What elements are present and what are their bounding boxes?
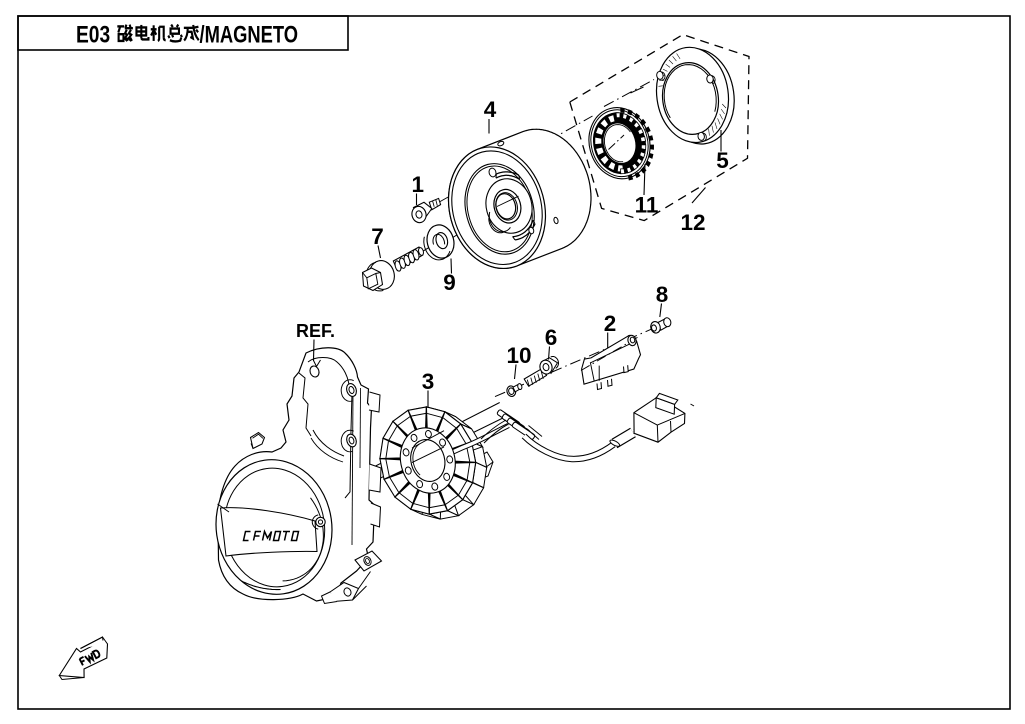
svg-text:3: 3 xyxy=(422,369,435,394)
svg-text:8: 8 xyxy=(656,282,669,307)
svg-text:/MAGNETO: /MAGNETO xyxy=(200,21,299,48)
svg-text:11: 11 xyxy=(635,193,659,218)
svg-text:4: 4 xyxy=(484,97,497,122)
svg-text:6: 6 xyxy=(545,325,558,350)
svg-text:1: 1 xyxy=(412,172,425,197)
svg-text:E03: E03 xyxy=(76,20,110,48)
svg-text:2: 2 xyxy=(604,311,617,336)
svg-text:10: 10 xyxy=(506,343,531,368)
svg-text:5: 5 xyxy=(716,148,729,173)
svg-text:12: 12 xyxy=(680,210,705,235)
svg-text:7: 7 xyxy=(371,224,384,249)
svg-text:9: 9 xyxy=(443,270,456,295)
svg-text:REF.: REF. xyxy=(296,321,335,341)
